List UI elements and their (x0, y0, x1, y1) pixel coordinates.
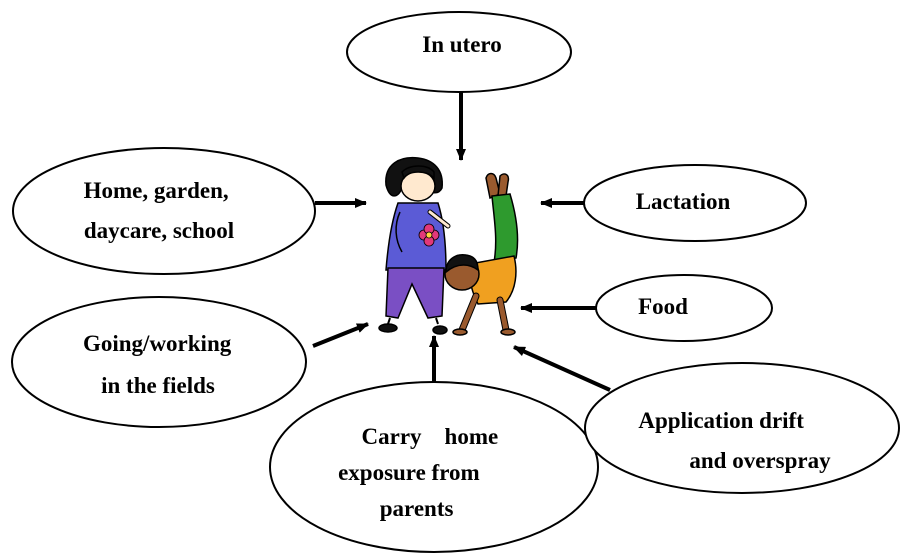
label-line: in the fields (101, 373, 215, 398)
node-home-shape (12, 147, 316, 275)
label-line: Lactation (636, 189, 731, 214)
label-line: Application drift (638, 408, 804, 433)
label-line: exposure from (338, 460, 480, 485)
label-home: Home, garden, daycare, school (84, 178, 235, 243)
arrow-drift (513, 345, 611, 392)
label-line: parents (380, 496, 454, 521)
label-line: In utero (422, 32, 501, 57)
label-drift: Application drift and overspray (638, 408, 831, 473)
label-line: and overspray (689, 448, 831, 473)
label-fields: Going/working in the fields (83, 331, 237, 398)
label-line: Home, garden, (84, 178, 229, 203)
girl-figure (378, 156, 451, 335)
label-lactation: Lactation (636, 189, 731, 214)
node-food-shape (595, 274, 773, 342)
connector-arrows (312, 92, 611, 392)
label-in-utero: In utero (422, 32, 501, 57)
node-lactation-shape (583, 164, 807, 242)
label-line: daycare, school (84, 218, 234, 243)
node-in-utero-shape (346, 11, 572, 93)
label-line: Carry home (362, 424, 499, 449)
label-line: Food (638, 294, 688, 319)
node-fields-shape (11, 296, 307, 428)
node-drift-shape (584, 362, 900, 494)
boy-figure (444, 172, 519, 336)
label-carry-home: Carry home exposure from parents (338, 424, 499, 521)
flower-icon (418, 223, 440, 247)
node-labels: In utero Home, garden, daycare, school L… (83, 32, 831, 521)
node-carry-home-shape (269, 381, 599, 553)
label-line: Going/working (83, 331, 232, 356)
children-playing-icon (378, 156, 519, 336)
ellipses (11, 11, 900, 553)
label-food: Food (638, 294, 688, 319)
arrow-fields (312, 322, 369, 348)
